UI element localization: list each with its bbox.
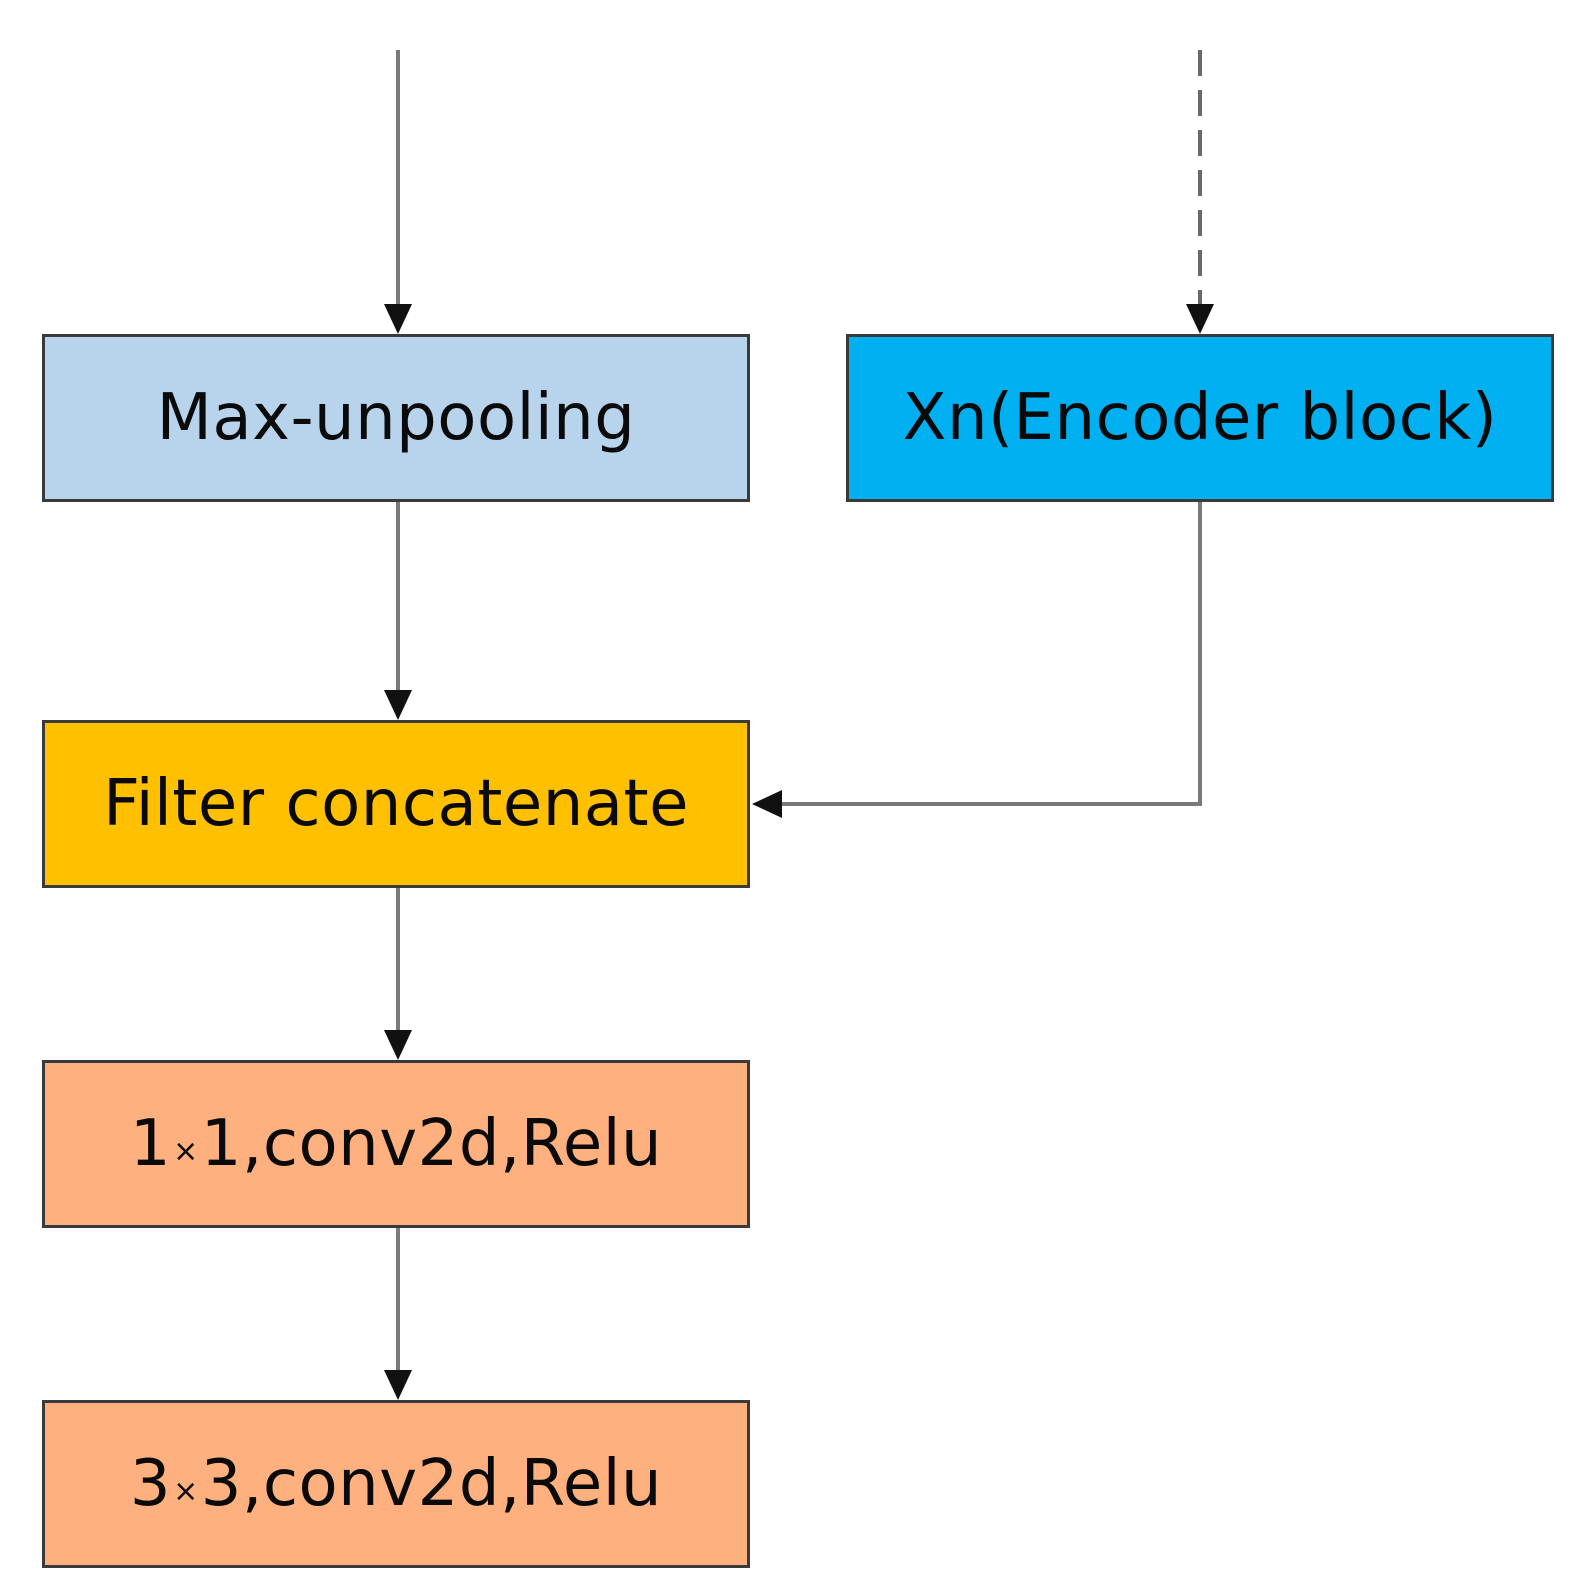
conv-1x1-block: 1×1,conv2d,Relu [42,1060,750,1228]
arrowhead-conv-3x3 [384,1370,412,1400]
conv-1x1-label: 1×1,conv2d,Relu [130,1107,662,1181]
encoder-block-label: Xn(Encoder block) [902,381,1498,455]
conv-3x3-label: 3×3,conv2d,Relu [130,1447,662,1521]
edge-encoder-block-to-filter-concatenate [782,502,1202,806]
arrowhead-filter-concatenate-right [752,790,782,818]
arrowhead-conv-1x1 [384,1030,412,1060]
conv-1x1-times: × [173,1133,199,1169]
max-unpooling-block: Max-unpooling [42,334,750,502]
conv-3x3-kernel-a: 3 [129,1447,172,1521]
conv-3x3-times: × [173,1473,199,1509]
filter-concatenate-block: Filter concatenate [42,720,750,888]
conv-3x3-block: 3×3,conv2d,Relu [42,1400,750,1568]
filter-concatenate-label: Filter concatenate [103,767,689,841]
conv-1x1-kernel-a: 1 [129,1107,172,1181]
arrowhead-encoder-block [1186,304,1214,334]
max-unpooling-label: Max-unpooling [156,381,636,455]
conv-1x1-rest: 1,conv2d,Relu [200,1107,663,1181]
encoder-block: Xn(Encoder block) [846,334,1554,502]
arrowhead-filter-concatenate-top [384,690,412,720]
conv-3x3-rest: 3,conv2d,Relu [200,1447,663,1521]
arrowhead-max-unpooling [384,304,412,334]
